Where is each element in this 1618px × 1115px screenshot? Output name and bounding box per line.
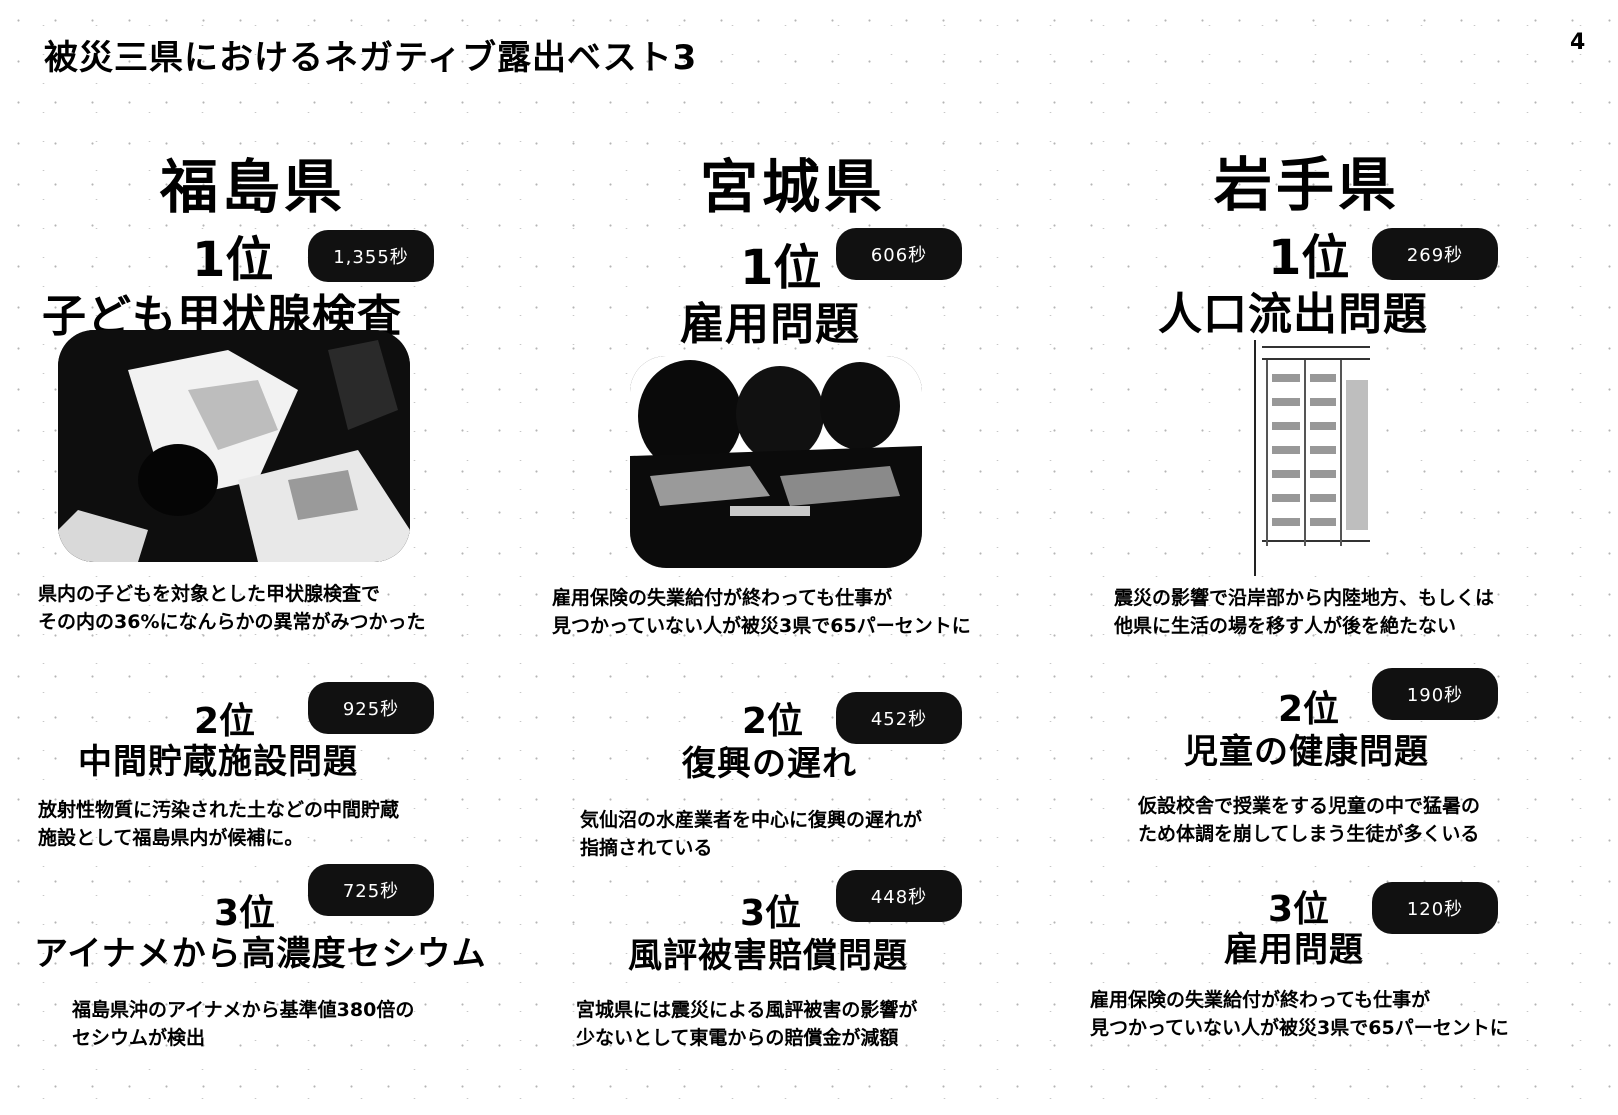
rank-label: 2位 <box>742 701 804 742</box>
topic-description: 県内の子どもを対象とした甲状腺検査で その内の36%になんらかの異常がみつかった <box>38 583 426 633</box>
prefecture-name: 岩手県 <box>1214 151 1401 219</box>
seconds-badge: 269秒 <box>1372 228 1498 280</box>
seconds-badge: 120秒 <box>1372 882 1498 934</box>
rank-label: 3位 <box>214 893 276 934</box>
topic-description: 放射性物質に汚染された土などの中間貯蔵 施設として福島県内が候補に。 <box>38 799 400 849</box>
seconds-badge: 1,355秒 <box>308 230 434 282</box>
column-miyagi: 宮城県 1位 606秒 雇用問題 雇用保険の失業給付が終わっても仕事が 見つかっ… <box>520 0 1080 1115</box>
topic-title: 雇用問題 <box>680 299 860 350</box>
rank-label: 2位 <box>1278 689 1340 730</box>
topic-description: 気仙沼の水産業者を中心に復興の遅れが 指摘されている <box>580 809 923 859</box>
topic-title: アイナメから高濃度セシウム <box>34 934 487 974</box>
topic-title: 児童の健康問題 <box>1184 732 1429 772</box>
topic-description: 仮設校舎で授業をする児童の中で猛暑の ため体調を崩してしまう生徒が多くいる <box>1138 795 1481 845</box>
topic-title: 復興の遅れ <box>682 744 857 784</box>
topic-description: 福島県沖のアイナメから基準値380倍の セシウムが検出 <box>72 999 415 1049</box>
seconds-badge: 448秒 <box>836 870 962 922</box>
column-iwate: 岩手県 1位 269秒 人口流出問題 震災の影響で沿岸部から内陸地方、もしくは … <box>1080 0 1618 1115</box>
rank-label: 1位 <box>1268 230 1350 286</box>
topic-title: 雇用問題 <box>1224 930 1364 970</box>
rank-label: 3位 <box>740 893 802 934</box>
newspaper-clipping <box>1254 340 1376 576</box>
topic-description: 宮城県には震災による風評被害の影響が 少ないとして東電からの賠償金が減額 <box>576 999 918 1049</box>
prefecture-name: 宮城県 <box>700 153 887 221</box>
seconds-badge: 452秒 <box>836 692 962 744</box>
rank-label: 2位 <box>194 701 256 742</box>
seconds-badge: 925秒 <box>308 682 434 734</box>
topic-description: 雇用保険の失業給付が終わっても仕事が 見つかっていない人が被災3県で65パーセン… <box>552 587 971 637</box>
topic-title: 風評被害賠償問題 <box>628 936 908 976</box>
page-number: 4 <box>1570 30 1586 55</box>
prefecture-name: 福島県 <box>160 153 347 221</box>
seconds-badge: 190秒 <box>1372 668 1498 720</box>
photo-thyroid-exam <box>58 330 410 562</box>
rank-label: 1位 <box>740 240 822 296</box>
topic-description: 震災の影響で沿岸部から内陸地方、もしくは 他県に生活の場を移す人が後を絶たない <box>1114 587 1495 637</box>
column-fukushima: 福島県 1位 1,355秒 子ども甲状腺検査 県内の子どもを対象とした甲状腺検査… <box>0 0 520 1115</box>
seconds-badge: 606秒 <box>836 228 962 280</box>
topic-title: 人口流出問題 <box>1158 289 1428 340</box>
photo-employment <box>630 356 922 568</box>
seconds-badge: 725秒 <box>308 864 434 916</box>
page-title: 被災三県におけるネガティブ露出ベスト3 <box>44 38 698 78</box>
rank-label: 3位 <box>1268 889 1330 930</box>
topic-description: 雇用保険の失業給付が終わっても仕事が 見つかっていない人が被災3県で65パーセン… <box>1090 989 1509 1039</box>
rank-label: 1位 <box>192 232 274 288</box>
topic-title: 中間貯蔵施設問題 <box>78 742 358 782</box>
